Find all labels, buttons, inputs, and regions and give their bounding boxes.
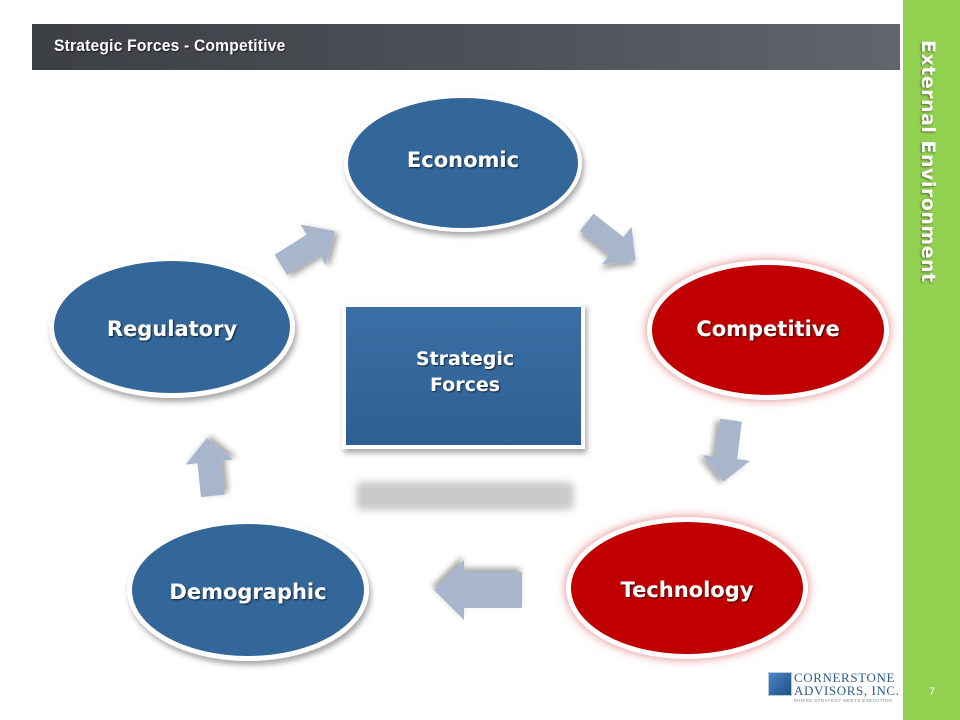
node-economic: Economic bbox=[344, 94, 582, 232]
arrow-regulatory-to-economic bbox=[274, 224, 336, 276]
company-logo: CORNERSTONE ADVISORS, INC. WHERE STRATEG… bbox=[768, 670, 900, 708]
node-label-regulatory: Regulatory bbox=[107, 317, 238, 341]
center-box-reflection bbox=[356, 482, 574, 510]
node-label-economic: Economic bbox=[407, 148, 519, 172]
center-box: Strategic Forces bbox=[342, 303, 585, 510]
node-label-demographic: Demographic bbox=[169, 580, 326, 604]
logo-name-line1: CORNERSTONE bbox=[794, 670, 895, 685]
arrow-competitive-to-technology bbox=[702, 418, 751, 482]
node-regulatory: Regulatory bbox=[49, 256, 295, 398]
node-label-technology: Technology bbox=[621, 578, 754, 602]
center-label-line2: Forces bbox=[430, 374, 500, 396]
logo-tagline: WHERE STRATEGY MEETS EXECUTION bbox=[794, 698, 893, 703]
center-label-line1: Strategic bbox=[416, 348, 514, 370]
node-technology: Technology bbox=[566, 517, 808, 659]
node-competitive: Competitive bbox=[647, 260, 889, 400]
node-demographic: Demographic bbox=[127, 519, 369, 661]
page-number: 7 bbox=[928, 686, 936, 698]
arrow-economic-to-competitive bbox=[580, 213, 636, 265]
sidebar-label: External Environment bbox=[917, 40, 939, 283]
logo-name-line2: ADVISORS, INC. bbox=[794, 683, 900, 698]
arrow-demographic-to-regulatory bbox=[185, 438, 234, 498]
sidebar: External Environment bbox=[903, 0, 960, 720]
header-bar: Strategic Forces - Competitive bbox=[32, 24, 900, 70]
slide-title: Strategic Forces - Competitive bbox=[54, 36, 286, 55]
arrow-technology-to-demographic bbox=[434, 560, 522, 620]
logo-square-icon bbox=[768, 672, 792, 696]
node-label-competitive: Competitive bbox=[696, 317, 839, 341]
